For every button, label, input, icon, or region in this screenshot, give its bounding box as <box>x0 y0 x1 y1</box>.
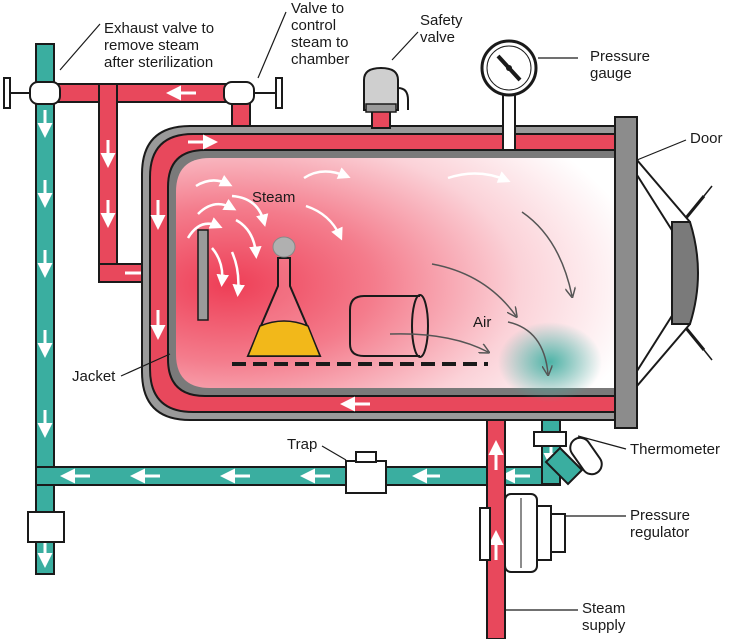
bottom-return-pipe <box>35 466 561 486</box>
trap-icon <box>345 460 387 494</box>
flask-icon <box>246 236 322 357</box>
door-wheel <box>671 221 699 325</box>
label-door: Door <box>690 130 723 147</box>
control-valve-icon <box>223 77 283 109</box>
label-control-valve: Valve to control steam to chamber <box>291 0 350 68</box>
top-steam-pipe <box>53 83 247 103</box>
label-steam-supply: Steam supply <box>582 600 626 634</box>
label-air: Air <box>473 314 492 331</box>
sterilization-chamber <box>141 125 616 447</box>
air-flow-arrows <box>389 211 572 374</box>
baffle <box>197 229 209 321</box>
steam-swirl-arrows <box>186 167 511 297</box>
safety-valve-icon <box>363 66 409 129</box>
drain-fitting-icon <box>27 511 65 543</box>
thermometer-icon <box>544 436 603 486</box>
thermometer-well <box>533 431 567 447</box>
label-pressure-gauge: Pressure gauge <box>590 48 651 82</box>
left-drain-pipe <box>35 43 55 575</box>
leader-lines <box>59 11 687 611</box>
label-pressure-regulator: Pressure regulator <box>630 507 691 541</box>
air-outflow-glow <box>498 322 602 402</box>
label-thermometer: Thermometer <box>630 441 721 458</box>
label-safety-valve: Safety valve <box>420 12 463 46</box>
exhaust-valve-icon <box>3 77 61 109</box>
label-steam: Steam <box>252 189 296 206</box>
label-trap: Trap <box>287 436 318 453</box>
label-exhaust-valve: Exhaust valve to remove steam after ster… <box>104 20 215 71</box>
jacket-flow-arrows <box>150 134 370 412</box>
door-plate <box>614 116 638 429</box>
beaker-icon <box>349 294 429 358</box>
door <box>614 116 713 429</box>
jacket-branch-pipe <box>98 83 118 283</box>
pressure-gauge-icon <box>480 39 538 151</box>
label-jacket: Jacket <box>72 368 116 385</box>
pressure-regulator-icon <box>479 493 566 573</box>
